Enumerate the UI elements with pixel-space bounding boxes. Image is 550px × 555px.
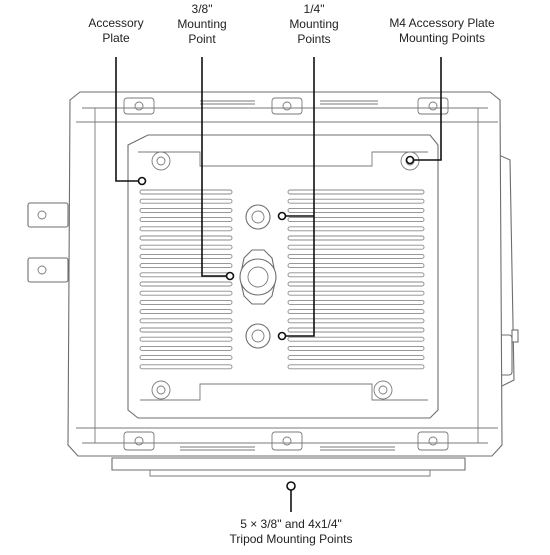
vent-slot: [287, 207, 425, 213]
quarter-mount-top: [245, 204, 271, 230]
vent-slot: [139, 217, 233, 223]
vent-slot: [287, 336, 425, 342]
vent-slot: [139, 336, 233, 342]
vent-slot: [287, 198, 425, 204]
vent-slot: [287, 281, 425, 287]
three-eighths-mount: [239, 249, 277, 305]
vent-slot: [287, 309, 425, 315]
vent-slot: [287, 364, 425, 370]
vent-slot: [139, 318, 233, 324]
vent-slot: [139, 253, 233, 259]
top-rail: [123, 97, 449, 115]
label-accessory-plate: Accessory Plate: [88, 16, 144, 45]
vent-slot: [287, 253, 425, 259]
vent-slots: [139, 189, 425, 370]
vent-slot: [139, 189, 233, 195]
vent-slot: [139, 235, 233, 241]
vent-slot: [287, 290, 425, 296]
label-tripod-points: 5 × 3/8" and 4x1/4" Tripod Mounting Poin…: [229, 517, 353, 546]
vent-slot: [287, 263, 425, 269]
vent-slot: [139, 327, 233, 333]
vent-slot: [139, 345, 233, 351]
label-three-eighths-point: 3/8" Mounting Point: [177, 2, 227, 46]
vent-slot: [287, 299, 425, 305]
quarter-mount-bottom: [245, 323, 271, 349]
vent-slot: [287, 355, 425, 361]
vent-slot: [287, 244, 425, 250]
leader-lines: [115, 57, 442, 512]
vent-slot: [139, 309, 233, 315]
vent-slot: [287, 189, 425, 195]
vent-slot: [139, 198, 233, 204]
bottom-rail: [123, 431, 449, 451]
vent-slot: [287, 235, 425, 241]
vent-slot: [139, 244, 233, 250]
vent-slot: [139, 299, 233, 305]
vent-slot: [287, 318, 425, 324]
left-connectors: [27, 202, 69, 283]
vent-slot: [287, 272, 425, 278]
vent-slot: [139, 290, 233, 296]
vent-slot: [139, 364, 233, 370]
label-m4-points: M4 Accessory Plate Mounting Points: [389, 16, 495, 45]
vent-slot: [139, 226, 233, 232]
vent-slot: [287, 327, 425, 333]
vent-slot: [139, 281, 233, 287]
vent-slot: [139, 355, 233, 361]
label-quarter-points: 1/4" Mounting Points: [289, 2, 339, 46]
vent-slot: [287, 226, 425, 232]
vent-slot: [287, 345, 425, 351]
vent-slot: [287, 217, 425, 223]
vent-slot: [139, 263, 233, 269]
vent-slot: [139, 207, 233, 213]
tripod-foot: [111, 457, 466, 471]
